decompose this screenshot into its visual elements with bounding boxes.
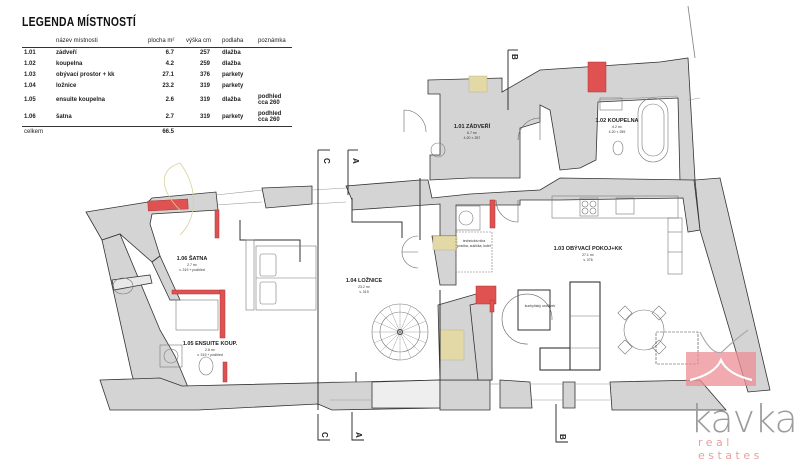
row-name: koupelna: [56, 61, 83, 67]
section-a-top: A: [351, 158, 360, 164]
row-id: 1.04: [24, 83, 36, 89]
legend-row: 1.01 zádveří 6.7 257 dlažba: [22, 48, 292, 60]
window-openings: [215, 95, 701, 401]
legend-row: 1.03 obývací prostor + kk 27.1 376 parkety: [22, 70, 292, 81]
kitchen-island-label: kuchyňský ostrůvek: [525, 304, 556, 308]
col-id: [22, 37, 54, 48]
col-note: poznámka: [256, 37, 292, 48]
row-area: 4.2: [165, 61, 174, 67]
section-b-top: B: [510, 54, 519, 60]
row-height: 376: [199, 72, 210, 78]
demolished-openings: [432, 75, 488, 361]
room-legend: LEGENDA MÍSTNOSTÍ název místnosti plocha…: [22, 14, 292, 138]
legend-row: 1.05 ensuite koupelna 2.6 319 dlažba podhled …: [22, 92, 292, 109]
room-104-area: 23.2 m²: [358, 285, 371, 289]
room-106-area: 2.7 m²: [187, 263, 198, 267]
legend-title: LEGENDA MÍSTNOSTÍ: [22, 14, 137, 29]
total-area: 66.5: [146, 126, 184, 138]
row-floor: dlažba: [222, 61, 241, 67]
room-104-dims: v. 319: [359, 290, 368, 294]
row-name: šatna: [56, 114, 72, 120]
row-name: ensuite koupelna: [56, 97, 106, 103]
wardrobe-door-swing: [163, 162, 194, 236]
room-labels: 1.01 ZÁDVEŘÍ 6.7 m² 4.20 × 257 1.02 KOUP…: [177, 118, 639, 357]
legend-row: 1.04 ložnice 23.2 319 parkety: [22, 81, 292, 92]
tech-niche-label-1: technická niha: [463, 239, 485, 243]
row-note: podhled cca 260: [258, 94, 282, 106]
section-lines: [317, 5, 696, 443]
row-height: 319: [199, 83, 210, 89]
row-floor: dlažba: [222, 97, 241, 103]
brand-tagline: real estates: [698, 436, 763, 462]
row-floor: dlažba: [222, 50, 241, 56]
tech-niche-label-2: pračka, sušička, kotel: [457, 244, 491, 248]
door-swings: [401, 109, 553, 345]
room-102-area: 4.2 m²: [612, 125, 623, 129]
row-id: 1.02: [24, 61, 36, 67]
section-a-bottom: A: [354, 432, 363, 438]
section-c-bottom: C: [320, 432, 329, 438]
row-area: 2.7: [165, 114, 174, 120]
row-name: zádveří: [56, 50, 77, 56]
room-103-area: 27.1 m²: [582, 253, 595, 257]
legend-table: název místnosti plocha m² výška cm podla…: [22, 37, 292, 138]
room-101-area: 6.7 m²: [467, 131, 478, 135]
legend-row: 1.02 koupelna 4.2 259 dlažba: [22, 59, 292, 70]
room-104-label: 1.04 LOŽNICE: [346, 276, 383, 284]
brand-name: kavka: [690, 397, 798, 441]
row-height: 319: [199, 97, 210, 103]
section-labels: C A C A B B: [320, 54, 567, 440]
row-area: 6.7: [165, 50, 174, 56]
row-id: 1.06: [24, 114, 36, 120]
room-102-label: 1.02 KOUPELNA: [595, 118, 638, 124]
row-area: 23.2: [162, 83, 174, 89]
row-id: 1.05: [24, 97, 36, 103]
row-name: ložnice: [56, 83, 77, 89]
row-height: 319: [199, 114, 210, 120]
col-height: výška cm: [184, 37, 220, 48]
col-name: název místnosti: [54, 37, 146, 48]
section-b-bottom: B: [558, 434, 567, 440]
row-floor: parkety: [222, 72, 244, 78]
row-floor: parkety: [222, 83, 244, 89]
room-101-label: 1.01 ZÁDVEŘÍ: [454, 122, 491, 130]
room-103-dims: v. 376: [583, 258, 592, 262]
room-105-area: 2.6 m²: [205, 348, 216, 352]
total-label: celkem: [22, 126, 146, 138]
row-name: obývací prostor + kk: [56, 72, 115, 78]
room-102-dims: 4.20 × 259: [609, 130, 626, 134]
legend-header-row: název místnosti plocha m² výška cm podla…: [22, 37, 292, 48]
legend-row: 1.06 šatna 2.7 319 parkety podhled cca 260: [22, 109, 292, 127]
row-note: podhled cca 260: [258, 111, 282, 123]
row-height: 259: [199, 61, 210, 67]
row-area: 27.1: [162, 72, 174, 78]
row-id: 1.03: [24, 72, 36, 78]
room-103-label: 1.03 OBÝVACÍ POKOJ+KK: [554, 244, 623, 252]
brand-logo-mark: [686, 329, 756, 386]
col-floor: podlaha: [220, 37, 256, 48]
row-floor: parkety: [222, 114, 244, 120]
furniture: [112, 97, 699, 376]
room-106-dims: v. 319 + podhled: [179, 268, 205, 272]
room-101-dims: 4.20 × 257: [464, 136, 481, 140]
room-105-label: 1.05 ENSUITE KOUP.: [183, 341, 238, 347]
room-105-dims: v. 319 + podhled: [197, 353, 223, 357]
row-id: 1.01: [24, 50, 36, 56]
section-c-top: C: [322, 158, 331, 164]
walls: [85, 57, 771, 411]
interior-lines: [239, 178, 551, 382]
room-106-label: 1.06 ŠATNA: [177, 254, 208, 262]
col-area: plocha m²: [146, 37, 184, 48]
row-height: 257: [199, 50, 210, 56]
row-area: 2.6: [165, 97, 174, 103]
